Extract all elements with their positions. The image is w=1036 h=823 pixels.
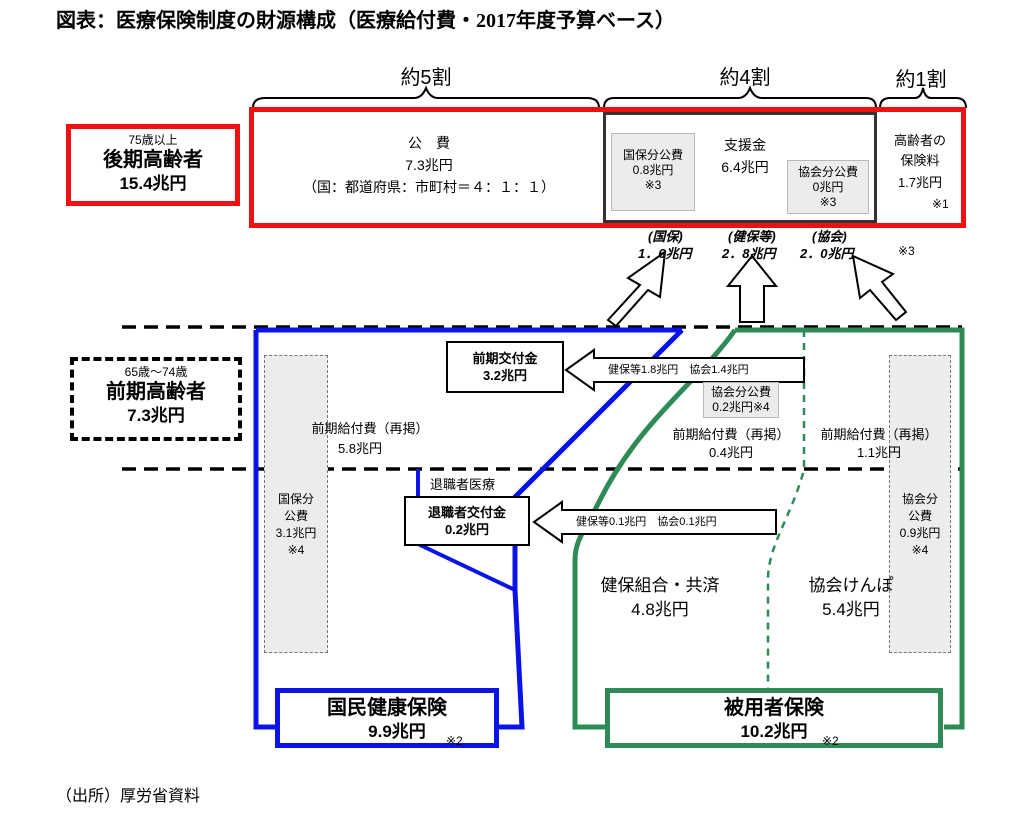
kokuho-public-subbox: 国保分公費 0.8兆円 ※3 (611, 133, 695, 211)
early-elderly-box: 65歳～74歳 前期高齢者 7.3兆円 (70, 357, 242, 441)
late-elderly-finance-band (249, 107, 966, 228)
retiree-arrow-text: 健保等0.1兆円 協会0.1兆円 (576, 516, 717, 528)
brace-4 (603, 85, 877, 109)
retiree-grant-name: 退職者交付金 (427, 505, 506, 520)
contrib-note: ※3 (898, 244, 915, 258)
brace-1 (879, 87, 967, 109)
early-benefit-1-label: 前期給付費（再掲） (311, 421, 429, 436)
left-arrow-retiree (532, 500, 777, 544)
retiree-grant-box: 退職者交付金 0.2兆円 (404, 496, 530, 546)
kokuho-public-label: 国保分公費 (622, 148, 683, 162)
early-benefit-3-amount: 1.1兆円 (856, 445, 902, 460)
kenpo-contrib-label: (健保等) (728, 229, 776, 244)
premium-line1: 高齢者の (893, 133, 946, 148)
public-cost-amount: 7.3兆円 (405, 157, 453, 173)
kyokai-public-amount: 0兆円 (812, 180, 844, 194)
emp-outline-right (735, 327, 965, 730)
kokuho-contrib-label: (国保) (648, 229, 683, 244)
premium-line2: 保険料 (900, 153, 940, 168)
early-grant-arrow-text: 健保等1.8兆円 協会1.4兆円 (608, 364, 749, 376)
up-arrow-center (725, 254, 779, 323)
kenpo-kumiai-name: 健保組合・共済 (600, 576, 720, 595)
share-4-label: 約4割 (719, 67, 771, 89)
kyokai-public-strip-amount: 0.9兆円 (899, 526, 941, 540)
premium-amount: 1.7兆円 (897, 175, 943, 190)
kokuho-contrib-amount: 1．6兆円 (638, 246, 692, 261)
kyokai-public-line1: 協会分 (901, 492, 938, 506)
public-cost-name: 公 費 (408, 135, 450, 151)
nhi-amount: 9.9兆円 (368, 722, 426, 741)
brace-5 (252, 85, 600, 109)
kyokai-public-strip: 協会分 公費 0.9兆円 ※4 (889, 355, 951, 653)
early-elderly-name: 前期高齢者 (106, 381, 206, 403)
early-elderly-amount: 7.3兆円 (127, 406, 185, 425)
kyokai-kenpo-amount: 5.4兆円 (822, 600, 880, 619)
kyokai-public-line2: 公費 (907, 509, 932, 523)
public-cost-ratio: （国：都道府県：市町村＝４：１：１） (303, 179, 555, 195)
nhi-box: 国民健康保険 9.9兆円 (275, 688, 499, 748)
retiree-grant-amount: 0.2兆円 (444, 522, 490, 537)
kokuho-public-strip-amount: 3.1兆円 (275, 526, 317, 540)
kyokai-contrib-label: (協会) (812, 229, 847, 244)
share-5-label: 約5割 (400, 67, 452, 89)
kyokai-public2-box: 協会分公費 0.2兆円※4 (703, 382, 779, 418)
late-elderly-age: 75歳以上 (128, 133, 178, 147)
late-elderly-name: 後期高齢者 (103, 149, 203, 171)
early-benefit-3-label: 前期給付費（再掲） (820, 427, 938, 442)
kokuho-public-note: ※3 (644, 178, 662, 192)
support-amount: 6.4兆円 (721, 159, 769, 175)
kokuho-public-line2: 公費 (283, 509, 308, 523)
early-grant-name: 前期交付金 (472, 351, 538, 366)
early-benefit-2-amount: 0.4兆円 (708, 445, 754, 460)
nhi-name: 国民健康保険 (327, 697, 447, 719)
early-grant-box: 前期交付金 3.2兆円 (446, 341, 564, 393)
up-arrow-right (851, 254, 908, 322)
page-title: 図表：医療保険制度の財源構成（医療給付費・2017年度予算ベース） (56, 10, 675, 32)
late-elderly-amount: 15.4兆円 (119, 174, 187, 193)
employee-insurance-box: 被用者保険 10.2兆円 (605, 688, 943, 748)
kyokai-public2-label: 協会分公費 (710, 385, 771, 399)
kenpo-kumiai-amount: 4.8兆円 (631, 600, 689, 619)
early-benefit-2-label: 前期給付費（再掲） (672, 427, 790, 442)
kenpo-contrib-amount: 2．8兆円 (722, 246, 776, 261)
nhi-outline-left (253, 330, 276, 730)
early-grant-amount: 3.2兆円 (482, 368, 528, 383)
kokuho-public-amount: 0.8兆円 (632, 163, 674, 177)
early-benefit-1-amount: 5.8兆円 (337, 441, 383, 456)
employee-note: ※2 (822, 734, 839, 748)
share-1-label: 約1割 (895, 69, 947, 91)
employee-amount: 10.2兆円 (740, 722, 808, 741)
kokuho-public-line1: 国保分 (277, 492, 314, 506)
late-elderly-box: 75歳以上 後期高齢者 15.4兆円 (66, 124, 240, 206)
kyokai-public-subbox: 協会分公費 0兆円 ※3 (787, 160, 869, 214)
kokuho-public-strip: 国保分 公費 3.1兆円 ※4 (264, 355, 328, 653)
kyokai-public-strip-note: ※4 (911, 543, 929, 557)
kyokai-public-note: ※3 (819, 195, 837, 209)
premium-note: ※1 (932, 197, 949, 211)
source-note: （出所）厚労省資料 (56, 788, 201, 805)
up-arrow-left (606, 249, 667, 328)
retiree-header: 退職者医療 (430, 477, 496, 492)
emp-divider (766, 330, 806, 690)
nhi-note: ※2 (446, 734, 463, 748)
kyokai-public2-amount: 0.2兆円※4 (712, 400, 770, 414)
kokuho-public-strip-note: ※4 (287, 543, 305, 557)
early-elderly-age: 65歳～74歳 (124, 365, 188, 379)
kyokai-contrib-amount: 2．0兆円 (800, 246, 854, 261)
retiree-lines (416, 469, 516, 592)
kyokai-public-label: 協会分公費 (797, 165, 858, 179)
kyokai-kenpo-name: 協会けんぽ (808, 576, 894, 595)
support-name: 支援金 (724, 137, 766, 153)
employee-name: 被用者保険 (724, 697, 824, 719)
